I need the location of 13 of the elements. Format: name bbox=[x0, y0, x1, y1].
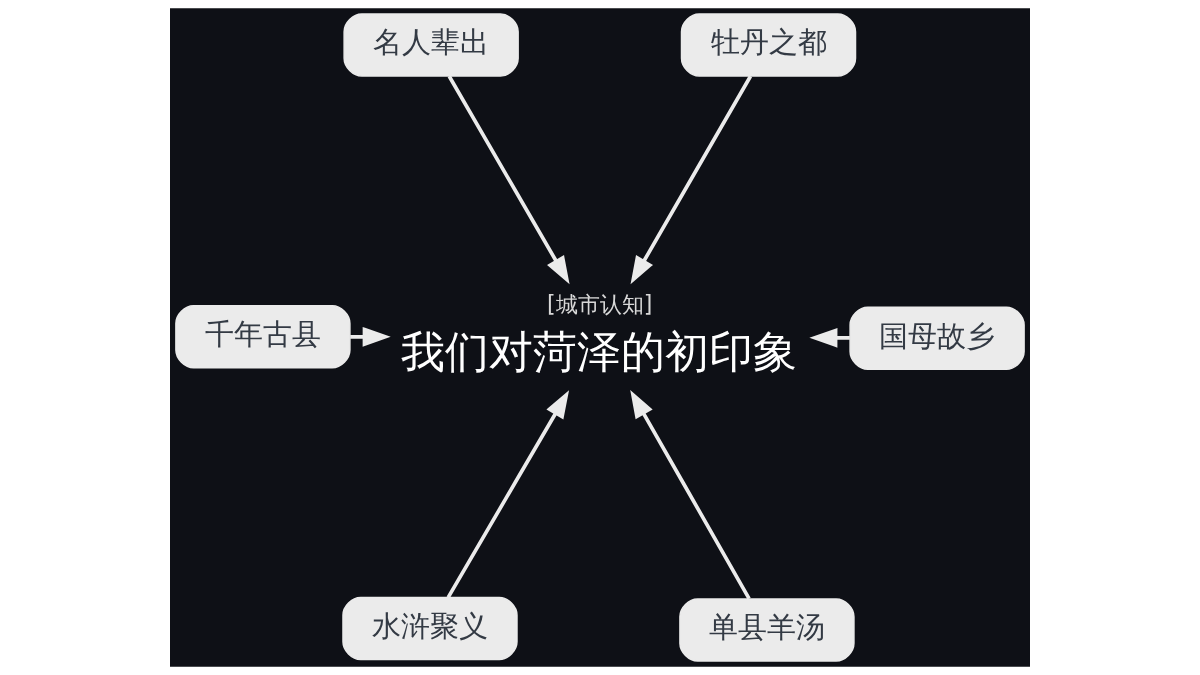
arrow bbox=[809, 328, 850, 348]
node-box: 水浒聚义 bbox=[342, 596, 518, 661]
node-text: [城市认知] 我们对菏泽的初印象 bbox=[401, 290, 798, 377]
node-box: 牡丹之都 bbox=[680, 13, 857, 77]
arrow bbox=[446, 390, 570, 599]
node-box: 千年古县 bbox=[175, 305, 351, 369]
node-box: 国母故乡 bbox=[849, 306, 1025, 370]
arrow bbox=[350, 326, 391, 347]
node-box: 名人辈出 bbox=[343, 13, 519, 77]
arrow bbox=[447, 75, 570, 285]
arrow bbox=[630, 75, 753, 285]
arrow bbox=[630, 389, 751, 600]
node-box: 单县羊汤 bbox=[679, 598, 855, 662]
